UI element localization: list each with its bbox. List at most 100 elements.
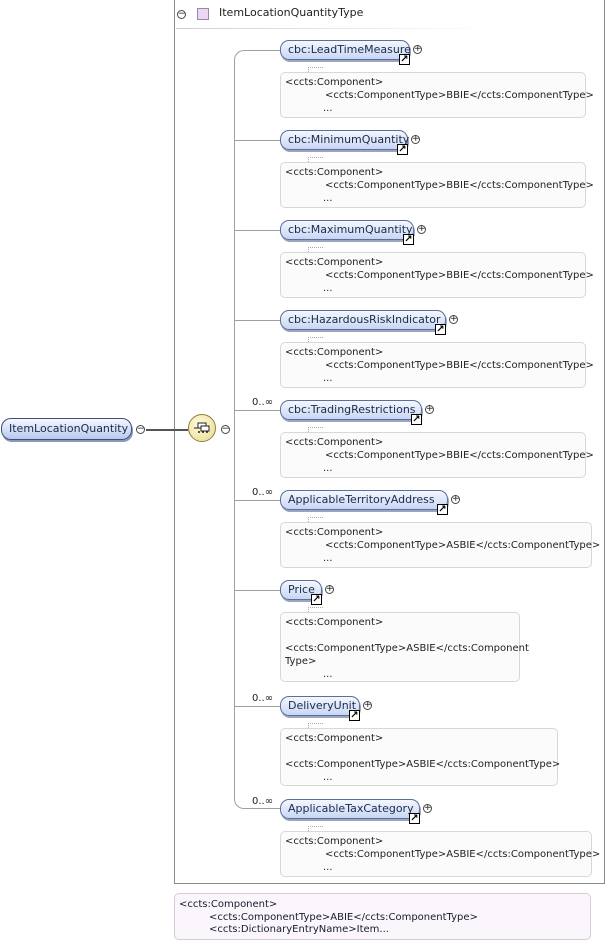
annotation-note: <ccts:Component> <ccts:ComponentType>BBIE… [280,342,594,388]
annotation-line: <ccts:Component> [285,617,384,628]
annotation-note: <ccts:Component> <ccts:ComponentType>ASBI… [280,831,601,877]
expand-toggle[interactable]: + [423,803,432,813]
note-connector [308,67,323,74]
annotation-note: <ccts:Component> <ccts:ComponentType>ASBI… [280,612,529,682]
occurrence-label: 0..∞ [252,796,274,807]
expand-toggle[interactable]: + [449,314,458,324]
expand-toggle[interactable]: + [413,44,422,54]
complex-type-icon [197,8,209,20]
expand-toggle[interactable]: + [411,134,420,144]
complex-type-name: ItemLocationQuantityType [219,6,364,19]
reference-arrow-icon: ↗ [311,594,322,605]
sequence-compositor[interactable] [188,414,216,442]
annotation-line: <ccts:ComponentType>BBIE</ccts:Component… [325,270,594,281]
annotation-line: ... [323,463,333,474]
reference-arrow-icon: ↗ [397,144,408,155]
annotation-line: ... [323,193,333,204]
collapse-type-toggle[interactable]: − [177,9,186,19]
annotation-line: <ccts:Component> [285,77,384,88]
reference-arrow-icon: ↗ [403,234,414,245]
child-element[interactable]: ApplicableTerritoryAddress [280,490,448,510]
annotation-line: <ccts:ComponentType>ASBIE</ccts:Componen… [285,643,529,654]
occurrence-label: 0..∞ [252,487,274,498]
tree-spine [234,62,235,798]
tree-branch [234,706,280,707]
annotation-line: <ccts:Component> [285,527,384,538]
sequence-collapse-toggle[interactable]: − [221,424,230,434]
note-connector [308,247,323,254]
note-connector [308,337,323,344]
tree-branch [234,140,280,141]
reference-arrow-icon: ↗ [399,54,410,65]
reference-arrow-icon: ↗ [437,504,448,515]
annotation-note: <ccts:Component> <ccts:ComponentType>BBIE… [280,162,594,208]
expand-toggle[interactable]: + [425,404,434,414]
annotation-line: <ccts:Component> [285,347,384,358]
annotation-line: <ccts:ComponentType>BBIE</ccts:Component… [325,90,594,101]
annotation-line: ... [323,103,333,114]
tree-branch [234,590,280,591]
annotation-note: <ccts:Component> <ccts:ComponentType>ASBI… [280,522,601,568]
type-annotation-line: <ccts:Component> [179,899,278,910]
annotation-line: ... [323,283,333,294]
annotation-note: <ccts:Component> <ccts:ComponentType>ASBI… [280,728,561,786]
sequence-icon [194,422,210,433]
type-annotation-line: <ccts:ComponentType>ABIE</ccts:Component… [209,911,478,923]
annotation-line: <ccts:ComponentType>ASBIE</ccts:Componen… [285,759,561,770]
child-element[interactable]: cbc:LeadTimeMeasure [280,40,411,60]
tree-branch [234,410,280,411]
occurrence-label: 0..∞ [252,397,274,408]
tree-spine-bottom [234,797,280,809]
child-element[interactable]: ApplicableTaxCategory [280,799,420,819]
annotation-line: ... [323,862,333,873]
annotation-line: ... [323,772,333,783]
annotation-line: <ccts:ComponentType>BBIE</ccts:Component… [325,360,594,371]
annotation-line: ... [323,553,333,564]
annotation-line: <ccts:ComponentType>ASBIE</ccts:Componen… [325,849,601,860]
note-connector [308,723,323,730]
reference-arrow-icon: ↗ [435,324,446,335]
child-element[interactable]: cbc:HazardousRiskIndicator [280,310,446,330]
expand-toggle[interactable]: + [451,494,460,504]
reference-arrow-icon: ↗ [349,710,360,721]
child-element[interactable]: cbc:TradingRestrictions [280,400,422,420]
annotation-note: <ccts:Component> <ccts:ComponentType>BBIE… [280,432,594,478]
note-connector [308,826,323,833]
expand-toggle[interactable]: + [417,224,426,234]
annotation-line: <ccts:Component> [285,437,384,448]
tree-branch [234,500,280,501]
reference-arrow-icon: ↗ [409,813,420,824]
tree-spine-top [234,50,280,62]
expand-toggle[interactable]: + [325,584,334,594]
note-connector [308,157,323,164]
header-divider [176,28,496,29]
reference-arrow-icon: ↗ [411,414,422,425]
note-connector [308,517,323,524]
root-connector [146,429,188,431]
annotation-line: Type> [285,656,317,667]
annotation-line: ... [323,669,333,680]
annotation-note: <ccts:Component> <ccts:ComponentType>BBIE… [280,252,594,298]
occurrence-label: 0..∞ [252,693,274,704]
annotation-note: <ccts:Component> <ccts:ComponentType>BBIE… [280,72,594,118]
annotation-line: <ccts:Component> [285,733,384,744]
annotation-line: <ccts:ComponentType>BBIE</ccts:Component… [325,180,594,191]
type-annotation: <ccts:Component> <ccts:ComponentType>ABI… [174,893,591,940]
expand-toggle[interactable]: + [363,700,372,710]
note-connector [308,607,323,614]
annotation-line: <ccts:ComponentType>ASBIE</ccts:Componen… [325,540,601,551]
root-element[interactable]: ItemLocationQuantity [1,418,132,440]
tree-branch [234,320,280,321]
type-annotation-line: <ccts:DictionaryEntryName>Item... [209,924,389,935]
root-collapse-toggle[interactable]: − [136,424,145,434]
child-element[interactable]: cbc:MinimumQuantity [280,130,409,150]
annotation-line: <ccts:Component> [285,836,384,847]
note-connector [308,427,323,434]
annotation-line: <ccts:Component> [285,167,384,178]
annotation-line: <ccts:ComponentType>BBIE</ccts:Component… [325,450,594,461]
child-element[interactable]: DeliveryUnit [280,696,360,716]
annotation-line: ... [323,373,333,384]
annotation-line: <ccts:Component> [285,257,384,268]
tree-branch [234,230,280,231]
child-element[interactable]: cbc:MaximumQuantity [280,220,414,240]
